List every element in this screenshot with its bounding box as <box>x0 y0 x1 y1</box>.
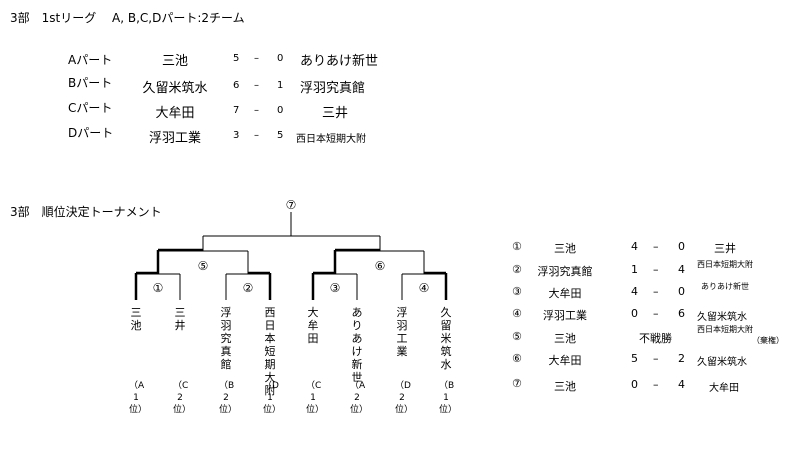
score-one: 0 <box>631 307 638 320</box>
home-score: 5 <box>233 53 240 64</box>
score-one: 4 <box>631 285 638 298</box>
team-one: 大牟田 <box>548 354 582 367</box>
score-two: 6 <box>678 307 685 320</box>
team-two: 久留米筑水 <box>697 357 747 368</box>
score-dash: – <box>254 53 259 64</box>
bracket-team: 三池 <box>130 306 142 332</box>
home-score: 7 <box>233 105 240 116</box>
score-dash: – <box>254 105 259 116</box>
score-two: 0 <box>678 285 685 298</box>
semi-match-label: ⑥ <box>374 259 386 273</box>
home-team: 浮羽工業 <box>148 131 201 146</box>
score-dash: – <box>653 352 659 365</box>
league-title: 3部 1stリーグ A, B,C,Dパート:2チーム <box>10 11 245 25</box>
team-one: 大牟田 <box>548 287 582 300</box>
score-dash: – <box>254 130 259 141</box>
score-one: 1 <box>631 263 638 276</box>
score-dash: – <box>254 80 259 91</box>
bracket-seed: （B2位） <box>219 381 238 415</box>
match-number: ① <box>512 240 522 253</box>
away-team: 浮羽究真館 <box>300 81 366 96</box>
bracket-seed: （D2位） <box>395 381 414 415</box>
score-one: 5 <box>631 352 638 365</box>
bracket-team: 浮羽工業 <box>396 306 408 358</box>
team-two: 三井 <box>714 242 736 255</box>
forfeit-label: 不戦勝 <box>639 332 672 345</box>
team-two: ありあけ新世 <box>701 282 749 291</box>
away-score: 5 <box>277 130 284 141</box>
score-two: 2 <box>678 352 685 365</box>
part-label: Bパート <box>68 76 113 90</box>
score-dash: – <box>653 240 659 253</box>
score-dash: – <box>653 378 659 391</box>
home-score: 6 <box>233 80 240 91</box>
team-two: 久留米筑水 <box>697 312 747 323</box>
team-two: 大牟田 <box>709 383 739 394</box>
bracket-seed: （C2位） <box>173 381 192 415</box>
bracket-team: 三井 <box>174 306 186 332</box>
score-dash: – <box>653 285 659 298</box>
score-two: 4 <box>678 378 685 391</box>
bracket-team: 浮羽究真館 <box>220 306 232 371</box>
bracket-team: 西日本短期大附 <box>264 306 276 397</box>
withdrawal-note: （棄権） <box>752 336 784 345</box>
team-one: 浮羽工業 <box>543 309 587 322</box>
away-score: 0 <box>277 53 284 64</box>
score-two: 4 <box>678 263 685 276</box>
score-dash: – <box>653 263 659 276</box>
score-one: 0 <box>631 378 638 391</box>
away-team: ありあけ新世 <box>300 54 379 69</box>
team-one: 三池 <box>554 332 576 345</box>
team-two: 西日本短期大附 <box>697 260 753 269</box>
part-label: Aパート <box>68 53 113 67</box>
home-team: 三池 <box>161 54 188 69</box>
match-number: ⑤ <box>512 330 522 343</box>
home-team: 久留米筑水 <box>142 81 208 96</box>
part-label: Dパート <box>68 126 114 140</box>
bracket-seed: （D1位） <box>263 381 282 415</box>
first-match-label: ② <box>242 281 254 295</box>
match-number: ④ <box>512 307 522 320</box>
bracket-team: 大牟田 <box>307 306 319 345</box>
part-label: Cパート <box>68 101 113 115</box>
home-score: 3 <box>233 130 240 141</box>
team-one: 三池 <box>554 242 576 255</box>
match-number: ⑦ <box>512 377 522 390</box>
team-one: 浮羽究真館 <box>537 265 593 278</box>
match-number: ③ <box>512 285 522 298</box>
first-match-label: ③ <box>329 281 341 295</box>
away-score: 1 <box>277 80 284 91</box>
bracket-seed: （A2位） <box>350 381 369 415</box>
semi-match-label: ⑤ <box>197 259 209 273</box>
away-team: 三井 <box>322 106 349 121</box>
team-two: 西日本短期大附 <box>697 325 753 334</box>
first-match-label: ① <box>152 281 164 295</box>
away-score: 0 <box>277 105 284 116</box>
first-match-label: ④ <box>418 281 430 295</box>
tournament-title: 3部 順位決定トーナメント <box>10 205 162 219</box>
bracket-seed: （C1位） <box>306 381 325 415</box>
bracket-team: 久留米筑水 <box>440 306 452 371</box>
score-dash: – <box>653 307 659 320</box>
away-team: 西日本短期大附 <box>296 134 366 145</box>
bracket-team: ありあけ新世 <box>351 306 363 384</box>
score-two: 0 <box>678 240 685 253</box>
bracket-seed: （B1位） <box>439 381 458 415</box>
score-one: 4 <box>631 240 638 253</box>
match-number: ⑥ <box>512 352 522 365</box>
bracket-seed: （A1位） <box>129 381 148 415</box>
home-team: 大牟田 <box>155 106 195 121</box>
final-match-label: ⑦ <box>285 198 297 212</box>
match-number: ② <box>512 263 522 276</box>
team-one: 三池 <box>554 380 576 393</box>
